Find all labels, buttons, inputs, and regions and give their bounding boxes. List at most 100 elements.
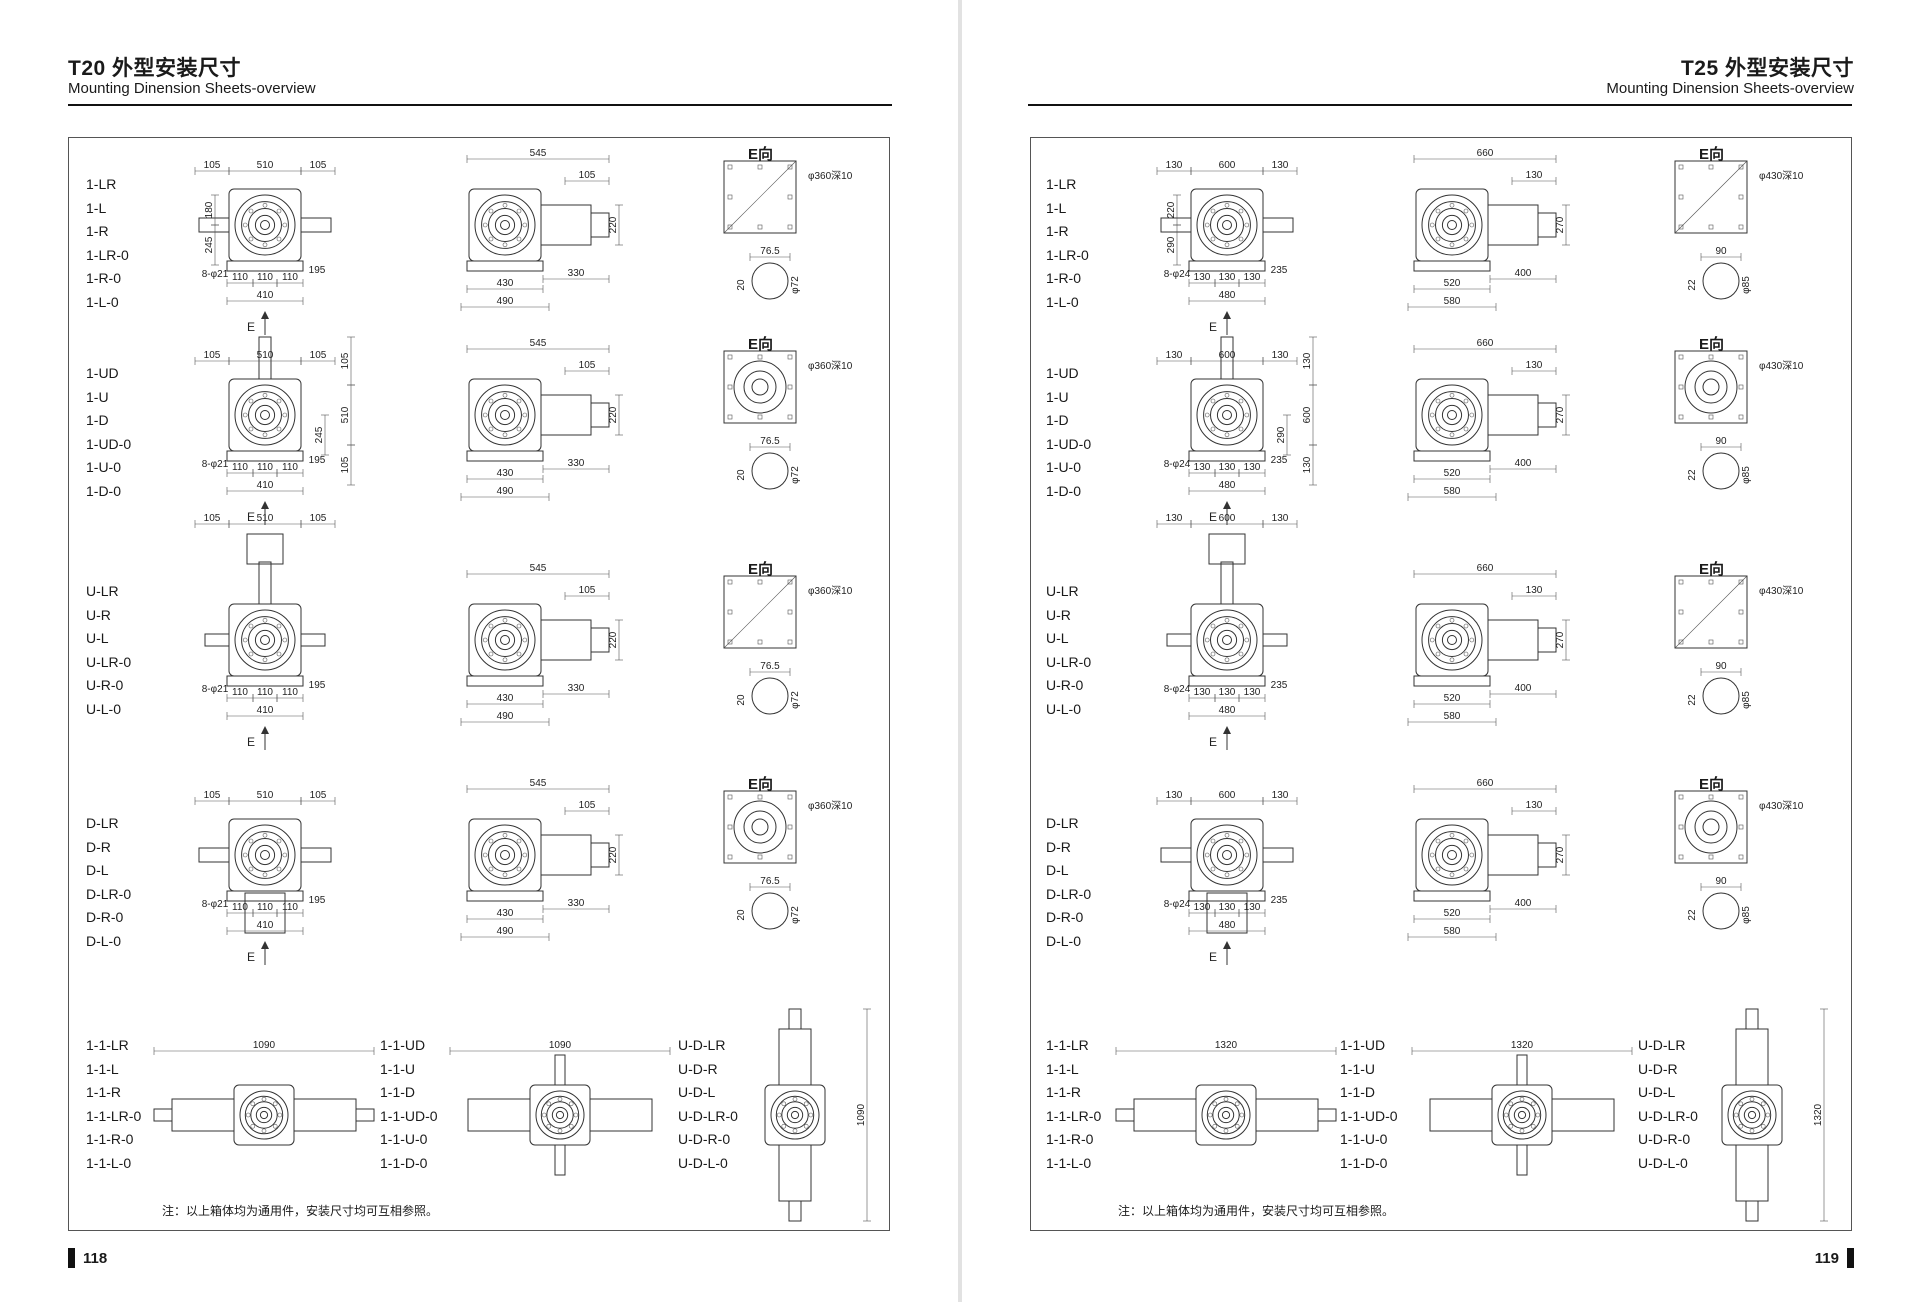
dim-label: 130 bbox=[1302, 352, 1313, 369]
dim-label: 76.5 bbox=[760, 876, 780, 887]
e-view-flange bbox=[1674, 575, 1748, 649]
shaft-top bbox=[1220, 561, 1234, 605]
shaft-top bbox=[554, 1054, 566, 1086]
dim-label: 400 bbox=[1515, 898, 1532, 909]
dim-label: 600 bbox=[1219, 160, 1236, 171]
dim-label: 8-φ24 bbox=[1164, 269, 1191, 280]
dim-label: 580 bbox=[1444, 926, 1461, 937]
double-gearbox bbox=[764, 1084, 826, 1146]
dim-label: 480 bbox=[1219, 480, 1236, 491]
e-view-label: E向 bbox=[1699, 561, 1725, 578]
dim-label: 130 bbox=[1244, 462, 1261, 473]
dim-label: 130 bbox=[1166, 790, 1183, 801]
e-view-label: E向 bbox=[1699, 146, 1725, 163]
dim-label: 195 bbox=[309, 680, 326, 691]
side-view-gearbox bbox=[1415, 378, 1489, 452]
dim-label: 130 bbox=[1302, 456, 1313, 473]
drawing-frame bbox=[68, 137, 890, 1231]
double-gearbox bbox=[1491, 1084, 1553, 1146]
base-plate bbox=[1413, 890, 1491, 902]
dim-label: 130 bbox=[1526, 800, 1543, 811]
side-view-gearbox bbox=[468, 603, 542, 677]
dim-label: 22 bbox=[1687, 279, 1698, 291]
e-view-flange bbox=[1674, 160, 1748, 234]
model-code-list: U-D-LR U-D-R U-D-L U-D-LR-0 U-D-R-0 U-D-… bbox=[1638, 1037, 1698, 1171]
shaft-right bbox=[355, 1108, 375, 1122]
side-view-gearbox bbox=[468, 818, 542, 892]
dim-label: 105 bbox=[579, 170, 596, 181]
dim-label: 130 bbox=[1219, 272, 1236, 283]
front-view-gearbox bbox=[1190, 378, 1264, 452]
shaft-section bbox=[1702, 452, 1740, 490]
model-code-list: 1-1-UD 1-1-U 1-1-D 1-1-UD-0 1-1-U-0 1-1-… bbox=[1340, 1037, 1398, 1171]
e-view-flange bbox=[723, 160, 797, 234]
page-number-text: 118 bbox=[83, 1249, 108, 1267]
dim-label: 430 bbox=[497, 693, 514, 704]
front-view-gearbox bbox=[1190, 188, 1264, 262]
dim-label: 600 bbox=[1219, 513, 1236, 524]
view-direction-label: E bbox=[1209, 320, 1217, 334]
dim-label: φ430深10 bbox=[1759, 585, 1804, 597]
dim-label: 105 bbox=[310, 160, 327, 171]
dim-label: 90 bbox=[1715, 436, 1727, 447]
dim-label: φ85 bbox=[1741, 466, 1752, 484]
shaft-section bbox=[751, 892, 789, 930]
dim-label: 76.5 bbox=[760, 246, 780, 257]
view-direction-label: E bbox=[247, 510, 255, 524]
dim-label: 330 bbox=[568, 898, 585, 909]
dim-label: 20 bbox=[736, 694, 747, 706]
base-plate bbox=[466, 675, 544, 687]
dim-label: φ85 bbox=[1741, 276, 1752, 294]
dim-label: 600 bbox=[1219, 350, 1236, 361]
dim-label: 1090 bbox=[549, 1040, 572, 1051]
view-direction-arrow bbox=[261, 311, 269, 335]
dim-label: 20 bbox=[736, 909, 747, 921]
view-direction-arrow bbox=[1223, 311, 1231, 335]
dim-label: 8-φ24 bbox=[1164, 684, 1191, 695]
dim-label: 430 bbox=[497, 908, 514, 919]
dim-label: 400 bbox=[1515, 683, 1532, 694]
dim-label: 110 bbox=[282, 902, 298, 913]
page-title: T20 外型安装尺寸 bbox=[68, 57, 242, 80]
dim-label: 8-φ24 bbox=[1164, 899, 1191, 910]
front-view-gearbox bbox=[1190, 818, 1264, 892]
dim-label: 660 bbox=[1477, 338, 1494, 349]
view-direction-arrow bbox=[261, 501, 269, 525]
dim-label: 110 bbox=[257, 687, 273, 698]
dim-label: 520 bbox=[1444, 468, 1461, 479]
dim-label: 105 bbox=[579, 585, 596, 596]
base-plate bbox=[226, 260, 304, 272]
dim-label: 330 bbox=[568, 268, 585, 279]
e-view-flange bbox=[723, 350, 797, 424]
e-view-label: E向 bbox=[748, 336, 774, 353]
shaft-section bbox=[751, 452, 789, 490]
shaft-left bbox=[1160, 217, 1192, 233]
dim-label: 1320 bbox=[1511, 1040, 1534, 1051]
dim-label: 270 bbox=[1555, 216, 1566, 233]
dim-label: 105 bbox=[204, 790, 221, 801]
model-code-list: 1-UD 1-U 1-D 1-UD-0 1-U-0 1-D-0 bbox=[86, 365, 132, 499]
dim-label: φ72 bbox=[790, 906, 801, 924]
dim-label: 105 bbox=[204, 350, 221, 361]
shaft-left bbox=[198, 847, 230, 863]
dim-label: 480 bbox=[1219, 920, 1236, 931]
e-view-flange bbox=[723, 575, 797, 649]
dim-label: φ360深10 bbox=[808, 170, 853, 182]
view-direction-label: E bbox=[247, 735, 255, 749]
shaft-right bbox=[1262, 847, 1294, 863]
dim-label: 520 bbox=[1444, 908, 1461, 919]
model-code-list: 1-UD 1-U 1-D 1-UD-0 1-U-0 1-D-0 bbox=[1046, 365, 1092, 499]
dim-label: 410 bbox=[257, 480, 274, 491]
shaft-right bbox=[300, 217, 332, 233]
base-plate bbox=[1413, 450, 1491, 462]
double-gearbox bbox=[233, 1084, 295, 1146]
page-subtitle: Mounting Dinension Sheets-overview bbox=[1606, 80, 1854, 97]
dim-label: 245 bbox=[204, 236, 215, 253]
dim-label: 130 bbox=[1219, 462, 1236, 473]
page-number-bar bbox=[68, 1248, 75, 1268]
shaft-bottom bbox=[554, 1144, 566, 1176]
base-plate bbox=[1188, 675, 1266, 687]
dim-label: 22 bbox=[1687, 694, 1698, 706]
